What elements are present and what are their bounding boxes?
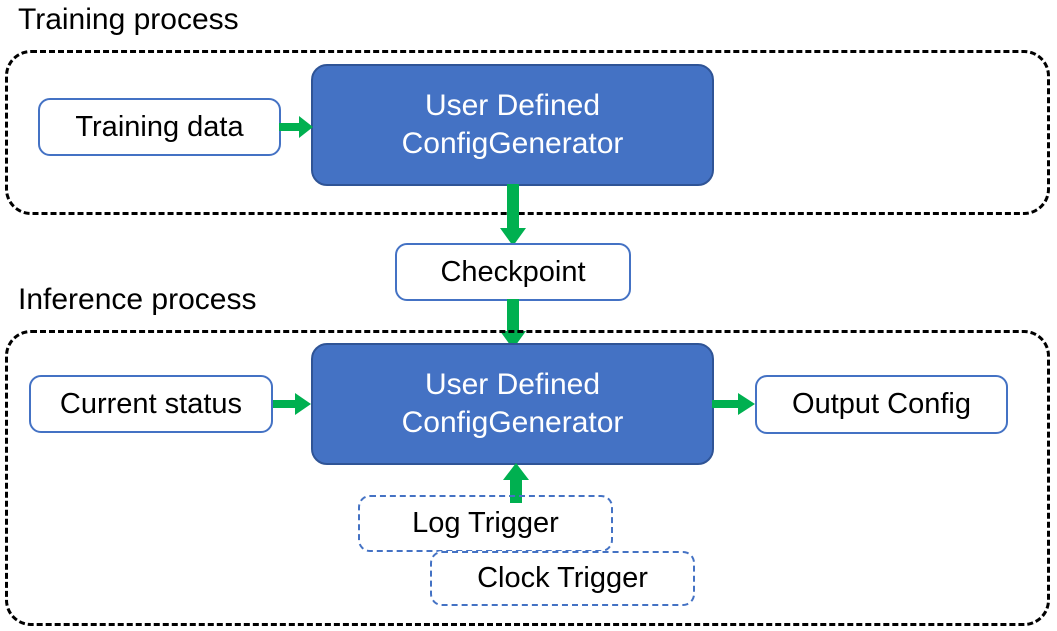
arrow-processor-to-output-config-icon: [712, 389, 757, 419]
current-status-label: Current status: [59, 387, 243, 420]
training-config-generator-box[interactable]: User Defined ConfigGenerator: [311, 64, 714, 186]
checkpoint-box[interactable]: Checkpoint: [395, 243, 631, 301]
output-config-box[interactable]: Output Config: [755, 375, 1008, 434]
arrow-training-processor-to-checkpoint-icon: [497, 184, 529, 248]
training-process-container: [5, 50, 1050, 215]
arrow-checkpoint-to-inference-processor-icon: [497, 299, 529, 351]
training-data-box[interactable]: Training data: [38, 98, 281, 156]
training-config-generator-line2: ConfigGenerator: [401, 127, 624, 160]
inference-process-label: Inference process: [18, 283, 257, 316]
log-trigger-label: Log Trigger: [412, 507, 559, 539]
inference-process-container: [5, 330, 1050, 626]
current-status-box[interactable]: Current status: [29, 375, 273, 433]
training-data-label: Training data: [75, 110, 244, 143]
training-process-label: Training process: [18, 3, 239, 36]
arrow-training-data-to-processor-icon: [279, 112, 315, 142]
log-trigger-box[interactable]: Log Trigger: [358, 495, 613, 552]
inference-config-generator-box[interactable]: User Defined ConfigGenerator: [311, 343, 714, 465]
output-config-label: Output Config: [792, 388, 971, 420]
arrow-triggers-to-processor-icon: [500, 463, 532, 503]
inference-config-generator-line1: User Defined: [424, 368, 601, 401]
checkpoint-label: Checkpoint: [440, 255, 586, 288]
clock-trigger-box[interactable]: Clock Trigger: [430, 551, 695, 606]
clock-trigger-label: Clock Trigger: [477, 562, 648, 594]
inference-config-generator-line2: ConfigGenerator: [401, 406, 624, 439]
arrow-current-status-to-processor-icon: [273, 389, 313, 419]
training-config-generator-line1: User Defined: [424, 89, 601, 122]
